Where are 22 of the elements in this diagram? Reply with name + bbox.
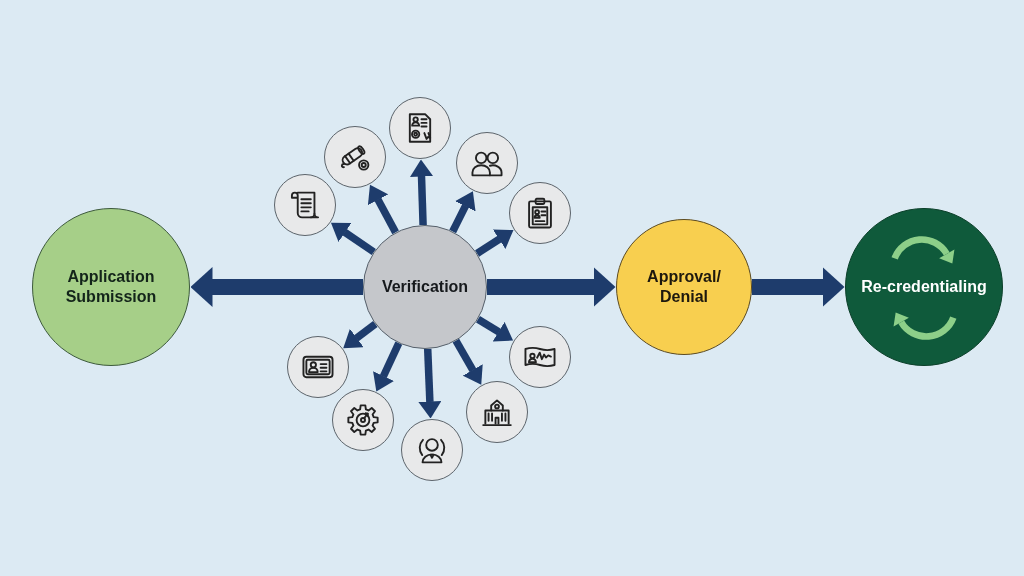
arrow bbox=[330, 222, 376, 256]
arrow bbox=[449, 191, 476, 234]
step-circle bbox=[363, 225, 487, 349]
node-label: Re-credentialing bbox=[861, 277, 987, 297]
node-label: Application Submission bbox=[64, 267, 158, 307]
arrow bbox=[373, 341, 403, 392]
icon-circle bbox=[274, 174, 336, 236]
arrow bbox=[190, 267, 363, 307]
arrow bbox=[343, 321, 378, 349]
arrow bbox=[752, 267, 845, 307]
arrow bbox=[475, 229, 514, 257]
arrow bbox=[476, 316, 514, 342]
arrow bbox=[418, 348, 442, 419]
node-label: Verification bbox=[381, 277, 469, 297]
arrow bbox=[452, 338, 483, 385]
arrow bbox=[487, 267, 616, 307]
arrow bbox=[410, 159, 433, 226]
icon-circle bbox=[287, 336, 349, 398]
arrow bbox=[367, 184, 399, 235]
node-label: Approval/ Denial bbox=[646, 267, 722, 307]
icon-circle bbox=[324, 126, 386, 188]
icon-circle bbox=[509, 182, 571, 244]
